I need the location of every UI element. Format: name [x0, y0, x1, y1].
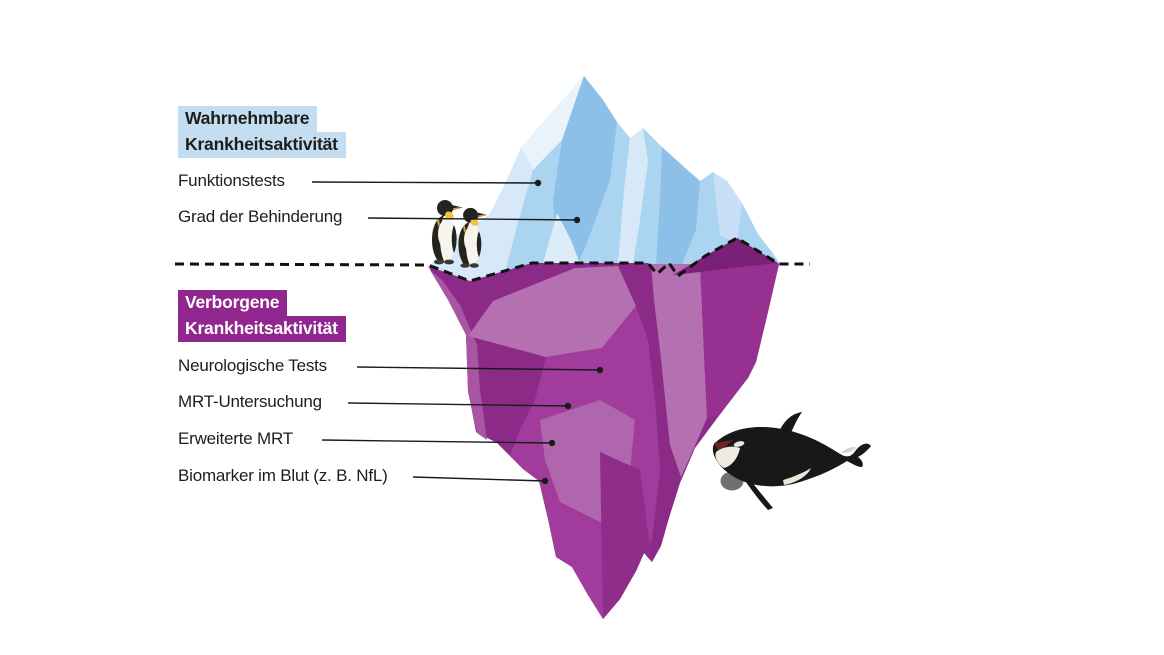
iceberg-facet	[713, 172, 742, 244]
leader-line-funktionstests	[311, 179, 542, 187]
legend-above-line1: Wahrnehmbare	[178, 106, 318, 132]
leader-lines	[311, 179, 604, 485]
legend-above-water: Wahrnehmbare Krankheitsaktivität	[178, 106, 346, 158]
orca-eye-patch	[733, 441, 745, 447]
iceberg-facet	[673, 238, 778, 275]
orca-tail-highlight	[842, 446, 856, 454]
legend-below-water: Verborgene Krankheitsaktivität	[178, 290, 346, 342]
iceberg-facet	[543, 213, 580, 264]
orca-chin	[715, 446, 740, 468]
iceberg-facet	[468, 266, 636, 357]
iceberg-facet	[553, 76, 617, 264]
leader-line-erweiterte-mrt	[321, 439, 556, 447]
iceberg-facet	[656, 147, 700, 264]
leader-line-neurologische-tests	[356, 366, 604, 374]
orca-belly-patch	[783, 468, 811, 485]
iceberg-facet	[430, 270, 487, 440]
iceberg-below-water	[428, 238, 779, 619]
iceberg-facet	[600, 452, 652, 619]
orca-dorsal-fin	[780, 412, 802, 435]
label-grad-der-behinderung: Grad der Behinderung	[178, 207, 343, 226]
iceberg-facet	[430, 148, 533, 281]
iceberg-facet	[521, 76, 584, 170]
label-funktionstests: Funktionstests	[178, 171, 285, 190]
iceberg-facet	[700, 240, 779, 418]
iceberg-facet	[651, 264, 707, 477]
legend-above-line2: Krankheitsaktivität	[178, 132, 346, 158]
label-mrt-untersuchung: MRT-Untersuchung	[178, 392, 322, 411]
label-biomarker: Biomarker im Blut (z. B. NfL)	[178, 466, 388, 485]
orca-body	[712, 426, 871, 487]
legend-below-line1: Verborgene	[178, 290, 288, 316]
leader-line-mrt-untersuchung	[347, 402, 572, 410]
leader-line-grad-der-behinderung	[367, 216, 581, 224]
orca-icon	[712, 412, 871, 510]
iceberg-above-water	[430, 76, 780, 281]
iceberg-facet	[618, 128, 648, 264]
label-erweiterte-mrt: Erweiterte MRT	[178, 429, 293, 448]
orca-mouth	[714, 440, 733, 452]
leader-line-biomarker	[412, 476, 549, 485]
label-neurologische-tests: Neurologische Tests	[178, 356, 327, 375]
legend-below-line2: Krankheitsaktivität	[178, 316, 346, 342]
